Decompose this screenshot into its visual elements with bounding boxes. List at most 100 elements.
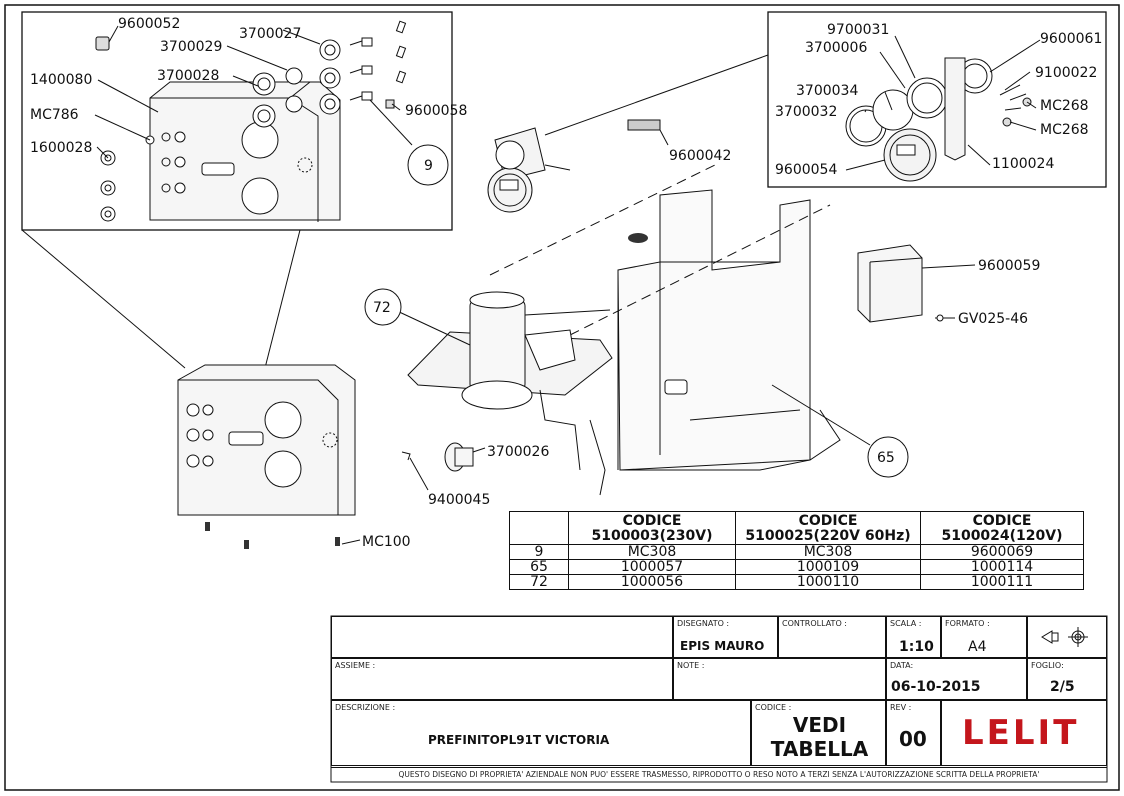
codice-value-line2: TABELLA xyxy=(770,737,869,761)
sheet-border xyxy=(4,4,1120,791)
table-row: 72 1000056 1000110 1000111 xyxy=(509,574,1084,590)
row-pos: 65 xyxy=(509,559,569,575)
frame-assembly xyxy=(489,164,909,478)
tb-blank-cell xyxy=(331,616,673,658)
disegnato-label: DISEGNATO : xyxy=(677,619,730,628)
row-code-3: 9600069 xyxy=(920,544,1084,560)
callout-1100024: 1100024 xyxy=(992,156,1054,172)
callout-9600061: 9600061 xyxy=(1040,31,1102,47)
display-module xyxy=(487,119,669,213)
data-value: 06-10-2015 xyxy=(891,679,981,695)
table-header-pos xyxy=(509,511,569,545)
detail-connector-left-a xyxy=(264,229,301,369)
header-label: CODICE xyxy=(622,513,682,529)
callout-3700034: 3700034 xyxy=(796,83,858,99)
callout-mc786: MC786 xyxy=(30,107,79,123)
front-panel xyxy=(177,364,356,516)
table-row: 65 1000057 1000109 1000114 xyxy=(509,559,1084,575)
scala-value: 1:10 xyxy=(899,639,934,655)
assieme-label: ASSIEME : xyxy=(335,661,376,670)
clip-9400045 xyxy=(401,451,411,461)
tb-foglio: FOGLIO: 2/5 xyxy=(1027,658,1107,700)
ownership-notice: QUESTO DISEGNO DI PROPRIETA' AZIENDALE N… xyxy=(331,767,1107,782)
item-bubble-65: 65 xyxy=(877,450,895,466)
row-code-3: 1000114 xyxy=(920,559,1084,575)
callout-9600052: 9600052 xyxy=(118,16,180,32)
tb-scala: SCALA : 1:10 xyxy=(886,616,941,658)
item-bubble-9: 9 xyxy=(424,158,433,174)
codice-value-line1: VEDI xyxy=(792,713,847,737)
tb-codice: CODICE : VEDI TABELLA xyxy=(751,700,886,766)
row-code-1: MC308 xyxy=(568,544,736,560)
control-box xyxy=(857,244,976,323)
callout-3700028: 3700028 xyxy=(157,68,219,84)
callout-9600058: 9600058 xyxy=(405,103,467,119)
callout-9400045: 9400045 xyxy=(428,492,490,508)
foglio-label: FOGLIO: xyxy=(1031,661,1064,670)
row-code-1: 1000056 xyxy=(568,574,736,590)
row-pos: 72 xyxy=(509,574,569,590)
header-label: CODICE xyxy=(972,513,1032,529)
row-pos: 9 xyxy=(509,544,569,560)
callout-1600028: 1600028 xyxy=(30,140,92,156)
formato-label: FORMATO : xyxy=(945,619,990,628)
tb-descrizione: DESCRIZIONE : PREFINITOPL91T VICTORIA xyxy=(331,700,751,766)
header-code: 5100025(220V 60Hz) xyxy=(745,528,911,544)
tb-controllato: CONTROLLATO : xyxy=(778,616,886,658)
detail-connector-right xyxy=(544,54,769,136)
row-code-2: MC308 xyxy=(735,544,921,560)
disegnato-value: EPIS MAURO xyxy=(680,639,765,653)
rev-value: 00 xyxy=(899,727,927,751)
row-code-2: 1000109 xyxy=(735,559,921,575)
descrizione-value: PREFINITOPL91T VICTORIA xyxy=(428,733,610,747)
detail-connector-left-b xyxy=(21,229,186,369)
callout-9600054: 9600054 xyxy=(775,162,837,178)
lelit-logo: LELIT xyxy=(962,713,1080,753)
header-label: CODICE xyxy=(798,513,858,529)
header-code: 5100003(230V) xyxy=(591,528,713,544)
descrizione-label: DESCRIZIONE : xyxy=(335,703,396,712)
detail-view-left xyxy=(21,11,453,231)
callout-9100022: 9100022 xyxy=(1035,65,1097,81)
tb-formato: FORMATO : A4 xyxy=(941,616,1027,658)
callout-9700031: 9700031 xyxy=(827,22,889,38)
callout-3700026: 3700026 xyxy=(487,444,549,460)
callout-3700006: 3700006 xyxy=(805,40,867,56)
row-code-2: 1000110 xyxy=(735,574,921,590)
scala-label: SCALA : xyxy=(890,619,922,628)
knob-3700026 xyxy=(444,442,486,472)
boiler-assembly xyxy=(364,288,613,496)
tb-data: DATA: 06-10-2015 xyxy=(886,658,1027,700)
callout-3700032: 3700032 xyxy=(775,104,837,120)
callout-mc100: MC100 xyxy=(362,534,411,550)
tb-disegnato: DISEGNATO : EPIS MAURO xyxy=(673,616,778,658)
callout-gv025-46: GV025-46 xyxy=(958,311,1028,327)
tb-assieme: ASSIEME : xyxy=(331,658,673,700)
screws-mc100 xyxy=(205,522,361,549)
data-label: DATA: xyxy=(890,661,914,670)
callout-3700029: 3700029 xyxy=(160,39,222,55)
detail-view-right xyxy=(767,11,1107,188)
controllato-label: CONTROLLATO : xyxy=(782,619,847,628)
callout-1400080: 1400080 xyxy=(30,72,92,88)
formato-value: A4 xyxy=(968,639,987,655)
callout-9600042: 9600042 xyxy=(669,148,731,164)
item-bubble-72: 72 xyxy=(373,300,391,316)
callout-9600059: 9600059 xyxy=(978,258,1040,274)
foglio-value: 2/5 xyxy=(1050,679,1075,695)
tb-projection-symbol xyxy=(1027,616,1107,658)
tb-logo-cell: LELIT xyxy=(941,700,1107,766)
table-row: 9 MC308 MC308 9600069 xyxy=(509,544,1084,560)
header-code: 5100024(120V) xyxy=(941,528,1063,544)
callout-3700027: 3700027 xyxy=(239,26,301,42)
callout-mc268-b: MC268 xyxy=(1040,122,1089,138)
callout-mc268-a: MC268 xyxy=(1040,98,1089,114)
row-code-3: 1000111 xyxy=(920,574,1084,590)
title-block: DISEGNATO : EPIS MAURO CONTROLLATO : SCA… xyxy=(331,616,1107,782)
